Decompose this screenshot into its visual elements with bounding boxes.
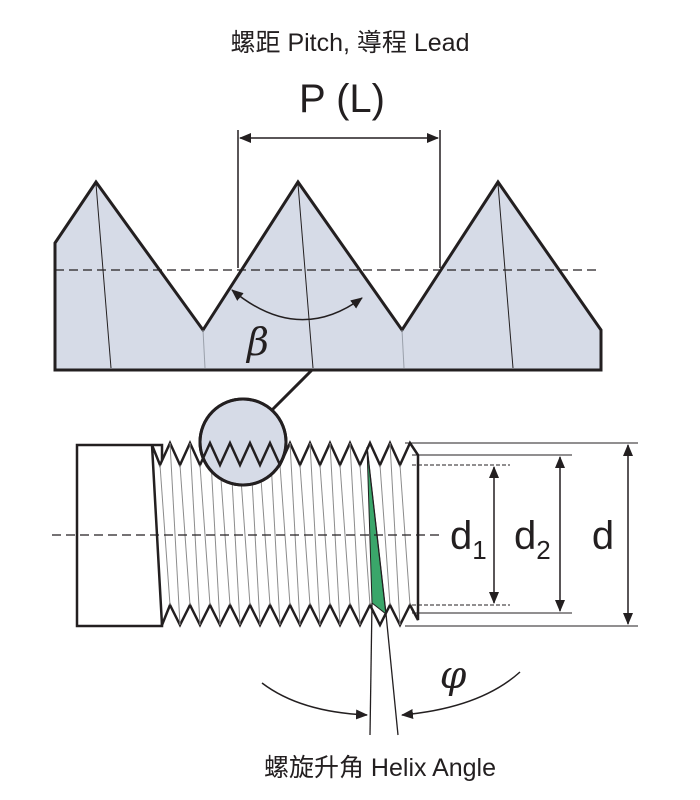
detail-circle-border xyxy=(198,397,288,487)
minor-diameter-label: d1 xyxy=(450,514,487,565)
profile-root-line xyxy=(401,329,405,369)
helix-leader-left xyxy=(369,602,373,736)
pitch-lead-title: 螺距 Pitch, 導程 Lead xyxy=(231,29,470,57)
pitch-diameter-label: d2 xyxy=(514,514,551,565)
major-diameter-label: d xyxy=(592,514,614,558)
thread-profile xyxy=(53,179,603,372)
pitch-label: P (L) xyxy=(299,77,385,121)
detail-thread-zigzag xyxy=(200,439,286,469)
helix-angle-symbol: φ xyxy=(440,653,467,697)
thread-angle-arc xyxy=(231,289,363,321)
profile-helix-line xyxy=(297,183,314,369)
screw-shank xyxy=(75,443,164,628)
helix-angle-arc-left xyxy=(261,682,368,720)
detail-leader-line xyxy=(268,368,314,414)
helix-axis-line xyxy=(366,446,387,615)
thread-angle-symbol: β xyxy=(245,320,269,364)
profile-root-line xyxy=(202,329,206,369)
profile-helix-line xyxy=(95,183,112,369)
helix-angle-title: 螺旋升角 Helix Angle xyxy=(264,754,496,782)
helix-angle-arc-right xyxy=(401,671,521,719)
profile-helix-line xyxy=(497,183,514,369)
helix-leader-right xyxy=(385,613,399,736)
